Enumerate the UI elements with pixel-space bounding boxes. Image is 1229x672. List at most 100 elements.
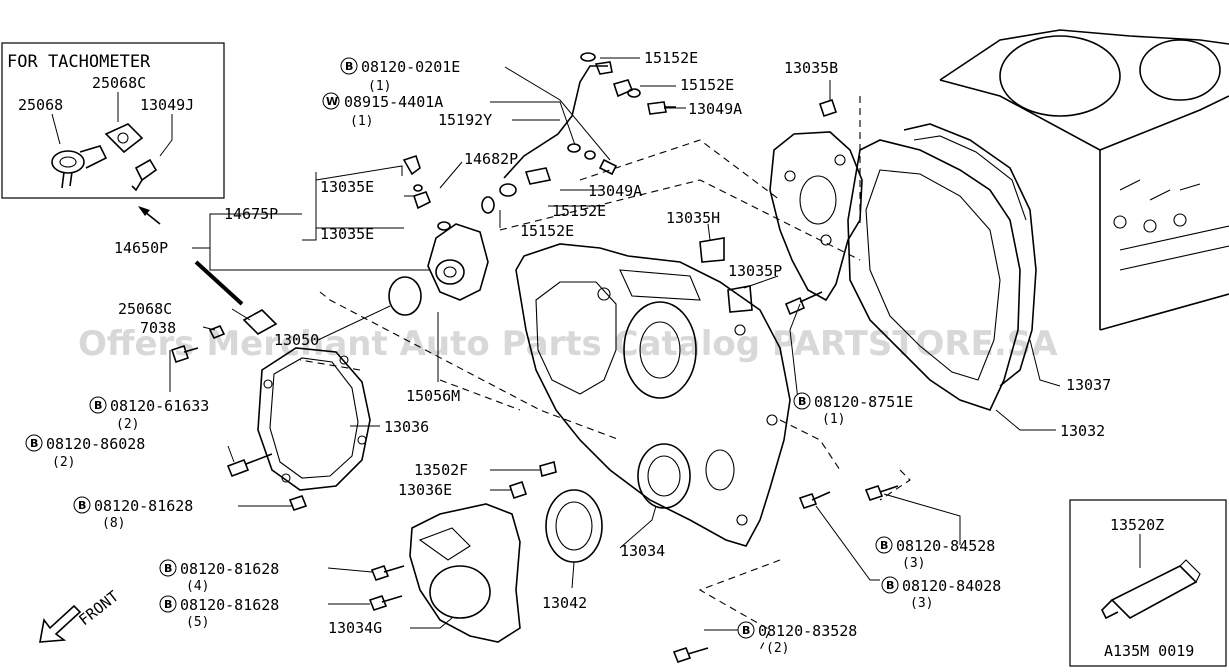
part-label-08120-61633: 08120-61633 <box>110 397 209 415</box>
bolt-08120-84028 <box>798 491 831 509</box>
part-label-15056m: 15056M <box>406 387 460 405</box>
part-label-13035h: 13035H <box>666 209 720 227</box>
part-label-15152e-4: 15152E <box>520 222 574 240</box>
part-label-13520z: 13520Z <box>1110 516 1164 534</box>
gasket-13036 <box>257 347 371 491</box>
part-label-13035p: 13035P <box>728 262 782 280</box>
marker-letter: B <box>880 539 888 552</box>
bolt-marker-b <box>159 595 177 613</box>
lower-cover-13034g <box>409 503 521 643</box>
bolt-13049a-1 <box>647 101 676 115</box>
bolt-marker-b <box>73 496 91 514</box>
rear-plate <box>769 131 863 302</box>
bolt-08120-61633 <box>170 344 199 364</box>
qty-label: (1) <box>368 79 391 94</box>
bolt-08120-8751e <box>784 291 823 316</box>
part-label-13032: 13032 <box>1060 422 1105 440</box>
gasket-13032 <box>847 139 1021 411</box>
washer-15152e-2 <box>627 88 641 98</box>
part-labels: B 08120-0201E (1) W 08915-4401A (1) 1519… <box>25 49 1111 656</box>
part-label-13036: 13036 <box>384 418 429 436</box>
part-7038 <box>208 324 226 340</box>
tacho-sensor <box>51 145 108 189</box>
qty-label: (2) <box>116 417 139 432</box>
bolt-marker-b <box>881 576 899 594</box>
marker-letter: B <box>164 598 172 611</box>
marker-letter: B <box>164 562 172 575</box>
tachometer-inset: FOR TACHOMETER 25068C 25068 13049J <box>1 42 225 199</box>
part-label-13042: 13042 <box>542 594 587 612</box>
bolt-marker-b <box>737 621 755 639</box>
sealant-tube-icon <box>1101 559 1201 620</box>
sealant-inset-frame <box>1069 499 1227 667</box>
part-label-13502f: 13502F <box>414 461 468 479</box>
qty-label: (2) <box>766 641 789 656</box>
bolt-marker-b <box>89 396 107 414</box>
qty-label: (3) <box>910 596 933 611</box>
pointer-bar <box>194 260 244 306</box>
part-label-08120-81628-c: 08120-81628 <box>180 596 279 614</box>
part-label-13049j: 13049J <box>140 96 194 114</box>
marker-letter: B <box>742 624 750 637</box>
leader-lines <box>169 57 1061 631</box>
marker-letter: W <box>326 95 338 108</box>
inset-arrow-head <box>138 206 150 216</box>
part-label-25068: 25068 <box>18 96 63 114</box>
gasket-13035h <box>699 237 725 263</box>
part-label-08120-86028: 08120-86028 <box>46 435 145 453</box>
part-label-13037: 13037 <box>1066 376 1111 394</box>
part-label-13035b: 13035B <box>784 59 838 77</box>
oil-pipe <box>503 65 608 179</box>
dashed-guides <box>299 96 911 651</box>
bolt-08120-86028 <box>226 453 273 478</box>
qty-label: (5) <box>186 615 209 630</box>
front-cover-13034 <box>515 243 791 547</box>
part-label-25068c-mid: 25068C <box>118 300 172 318</box>
part-label-14675p: 14675P <box>224 205 278 223</box>
part-label-15152e-3: 15152E <box>552 202 606 220</box>
tacho-gasket <box>104 123 144 154</box>
part-label-08120-81628-b: 08120-81628 <box>180 560 279 578</box>
part-label-25068c-inset: 25068C <box>92 74 146 92</box>
part-label-7038: 7038 <box>140 319 176 337</box>
bolt-08120-81628-b <box>370 565 405 581</box>
part-label-08915-4401a: 08915-4401A <box>344 93 443 111</box>
part-label-14650p: 14650P <box>114 239 168 257</box>
part-label-13049a-1: 13049A <box>688 100 742 118</box>
cover-seal <box>637 443 691 509</box>
part-13036e <box>508 480 528 500</box>
bolt-08120-84528 <box>864 485 899 501</box>
bolt-marker-b <box>159 559 177 577</box>
qty-label: (1) <box>350 114 373 129</box>
part-label-15192y: 15192Y <box>438 111 492 129</box>
watermark-text: Offers Merchant Auto Parts Catalog PARTS… <box>78 324 1058 364</box>
bolt-marker-b <box>875 536 893 554</box>
oring-13050 <box>388 276 422 316</box>
part-label-13034: 13034 <box>620 542 665 560</box>
bolt-08120-83528 <box>672 647 709 663</box>
marker-letter: B <box>798 395 806 408</box>
qty-label: (3) <box>902 556 925 571</box>
washer-15152e-3 <box>499 183 517 197</box>
part-label-08120-84528: 08120-84528 <box>896 537 995 555</box>
part-label-13049a-2: 13049A <box>588 182 642 200</box>
qty-label: (4) <box>186 579 209 594</box>
oil-seal-13042 <box>545 489 603 563</box>
cover-opening <box>535 281 617 395</box>
bolt-08120-81628-a <box>288 495 308 511</box>
part-label-15152e-2: 15152E <box>680 76 734 94</box>
gasket-13037 <box>903 123 1037 387</box>
washer-15152e-top <box>580 52 596 62</box>
part-label-13050: 13050 <box>274 331 319 349</box>
bolt-marker-b <box>25 434 43 452</box>
part-label-13035e-2: 13035E <box>320 225 374 243</box>
part-label-08120-84028: 08120-84028 <box>902 577 1001 595</box>
part-label-08120-83528: 08120-83528 <box>758 622 857 640</box>
sealant-inset: 13520Z A135M 0019 <box>1069 499 1227 667</box>
front-arrow-icon <box>39 604 82 643</box>
part-label-08120-81628-a: 08120-81628 <box>94 497 193 515</box>
qty-label: (8) <box>102 516 125 531</box>
leader-25068 <box>51 113 61 145</box>
front-label: FRONT <box>75 587 122 629</box>
